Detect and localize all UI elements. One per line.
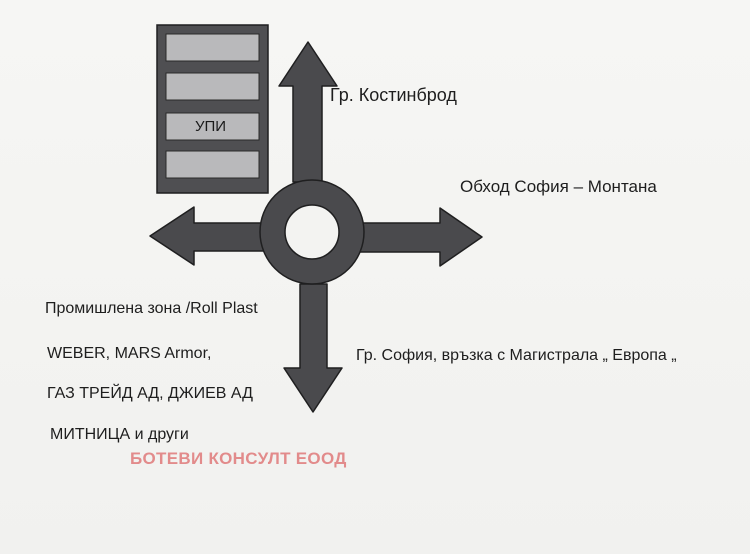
direction-west-line-3: ГАЗ ТРЕЙД АД, ДЖИЕВ АД [47, 385, 253, 402]
direction-west-line-1: Промишлена зона /Roll Plast [45, 300, 258, 317]
arrow-west [149, 206, 265, 266]
company-watermark: БОТЕВИ КОНСУЛТ ЕООД [130, 449, 347, 468]
arrow-north [278, 41, 338, 183]
direction-east-label: Обход София – Монтана [460, 177, 657, 196]
direction-west-line-4: МИТНИЦА и други [50, 426, 189, 443]
direction-west-line-2: WEBER, MARS Armor, [47, 345, 212, 362]
arrow-south [283, 283, 343, 413]
direction-north-label: Гр. Костинброд [330, 85, 457, 105]
roundabout-center [284, 204, 340, 260]
arrow-east [359, 207, 483, 267]
upi-label: УПИ [195, 118, 227, 135]
direction-south-label: Гр. София, връзка с Магистрала „ Европа … [356, 347, 677, 364]
upi-building [156, 24, 269, 194]
